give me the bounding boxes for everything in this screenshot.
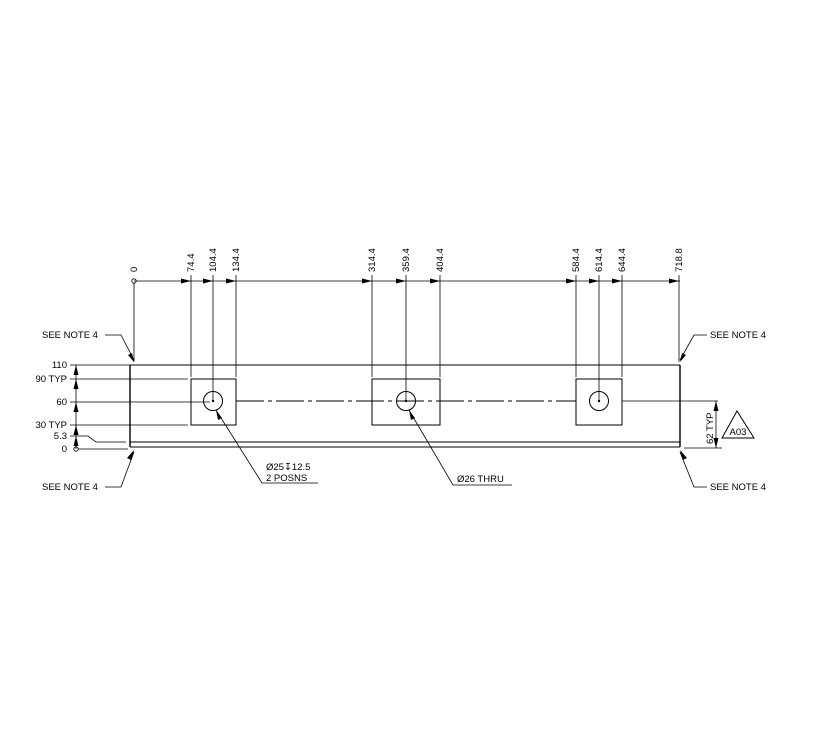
arrowhead bbox=[713, 401, 719, 411]
see-note-label: SEE NOTE 4 bbox=[42, 330, 98, 341]
arrowhead bbox=[589, 278, 599, 284]
arrowhead bbox=[669, 278, 679, 284]
arrowhead bbox=[566, 278, 576, 284]
arrowhead bbox=[612, 278, 622, 284]
dim-label-top: 614.4 bbox=[594, 248, 605, 272]
blind-hole-qty: 2 POSNS bbox=[266, 473, 307, 484]
hole-circle bbox=[589, 391, 609, 411]
left-dimension-stack: 110 90 TYP 60 30 TYP 5.3 0 bbox=[35, 360, 210, 455]
see-note-label: SEE NOTE 4 bbox=[710, 482, 766, 493]
arrowhead bbox=[362, 278, 372, 284]
thru-hole-leader bbox=[408, 409, 512, 486]
dim-label-right: 62 TYP bbox=[705, 412, 716, 444]
arrowhead bbox=[396, 278, 406, 284]
note-leader bbox=[105, 334, 135, 361]
arrowhead bbox=[73, 436, 79, 446]
arrowhead bbox=[73, 425, 79, 435]
dim-label-top: 644.4 bbox=[617, 248, 628, 272]
dim-label-left: 30 TYP bbox=[35, 420, 67, 431]
dim-label-left: 5.3 bbox=[54, 431, 67, 442]
pocket-middle bbox=[371, 378, 441, 426]
hole-center-mark bbox=[211, 399, 215, 403]
arrowhead bbox=[127, 450, 134, 460]
arrowhead bbox=[73, 379, 79, 389]
part-outline bbox=[129, 364, 681, 448]
dim-label-left: 0 bbox=[62, 444, 67, 455]
dim-label-top: 404.4 bbox=[435, 248, 446, 272]
dim-label-top: 134.4 bbox=[231, 248, 242, 272]
hole-center-mark bbox=[404, 399, 408, 403]
pocket-right bbox=[575, 378, 623, 426]
blind-hole-label: Ø25↧12.5 bbox=[266, 462, 310, 473]
top-dimension-chain: 0 74.4 104.4 134.4 314.4 359.4 404.4 584… bbox=[129, 248, 685, 402]
arrowhead bbox=[713, 438, 719, 448]
arrowhead bbox=[128, 353, 134, 362]
pocket-hatch bbox=[575, 378, 623, 426]
see-note-label: SEE NOTE 4 bbox=[710, 330, 766, 341]
datum-tag: A03 bbox=[721, 410, 755, 439]
see-note-callouts: SEE NOTE 4 SEE NOTE 4 SEE NOTE 4 SEE NOT… bbox=[42, 330, 766, 493]
dim-label-top: 104.4 bbox=[208, 248, 219, 272]
dim-label-top: 0 bbox=[129, 267, 140, 272]
datum-label: A03 bbox=[730, 427, 747, 438]
hole-center-mark bbox=[597, 399, 601, 403]
dim-label-left: 60 bbox=[56, 397, 67, 408]
hole-callouts: Ø25↧12.5 2 POSNS Ø26 THRU bbox=[215, 409, 512, 486]
thru-hole-label: Ø26 THRU bbox=[457, 474, 504, 485]
note-leader bbox=[105, 451, 135, 488]
dim-label-top: 718.8 bbox=[674, 248, 685, 272]
arrowhead bbox=[430, 278, 440, 284]
dim-label-left: 110 bbox=[52, 360, 67, 371]
arrowhead bbox=[181, 278, 191, 284]
ext-line-5-3 bbox=[70, 435, 126, 443]
right-dimension: 62 TYP bbox=[622, 400, 722, 449]
hole-circle bbox=[396, 391, 416, 411]
blind-hole-leader bbox=[215, 409, 318, 484]
arrowhead bbox=[680, 353, 686, 362]
see-note-label: SEE NOTE 4 bbox=[42, 482, 98, 493]
arrowhead bbox=[216, 410, 222, 420]
dim-label-top: 74.4 bbox=[186, 254, 197, 273]
dim-label-top: 314.4 bbox=[367, 248, 378, 272]
arrowhead bbox=[680, 450, 687, 460]
dim-label-top: 359.4 bbox=[401, 248, 412, 272]
dim-label-left: 90 TYP bbox=[35, 374, 67, 385]
note-leader bbox=[679, 334, 707, 361]
hole-circle bbox=[203, 391, 223, 411]
arrowhead bbox=[73, 365, 79, 375]
arrowhead bbox=[226, 278, 236, 284]
dim-label-top: 584.4 bbox=[571, 248, 582, 272]
datum-triangle bbox=[721, 410, 755, 439]
arrowhead bbox=[203, 278, 213, 284]
note-leader bbox=[679, 451, 707, 488]
arrowhead bbox=[409, 410, 415, 420]
arrowhead bbox=[73, 402, 79, 412]
pocket-hatch bbox=[371, 378, 441, 426]
